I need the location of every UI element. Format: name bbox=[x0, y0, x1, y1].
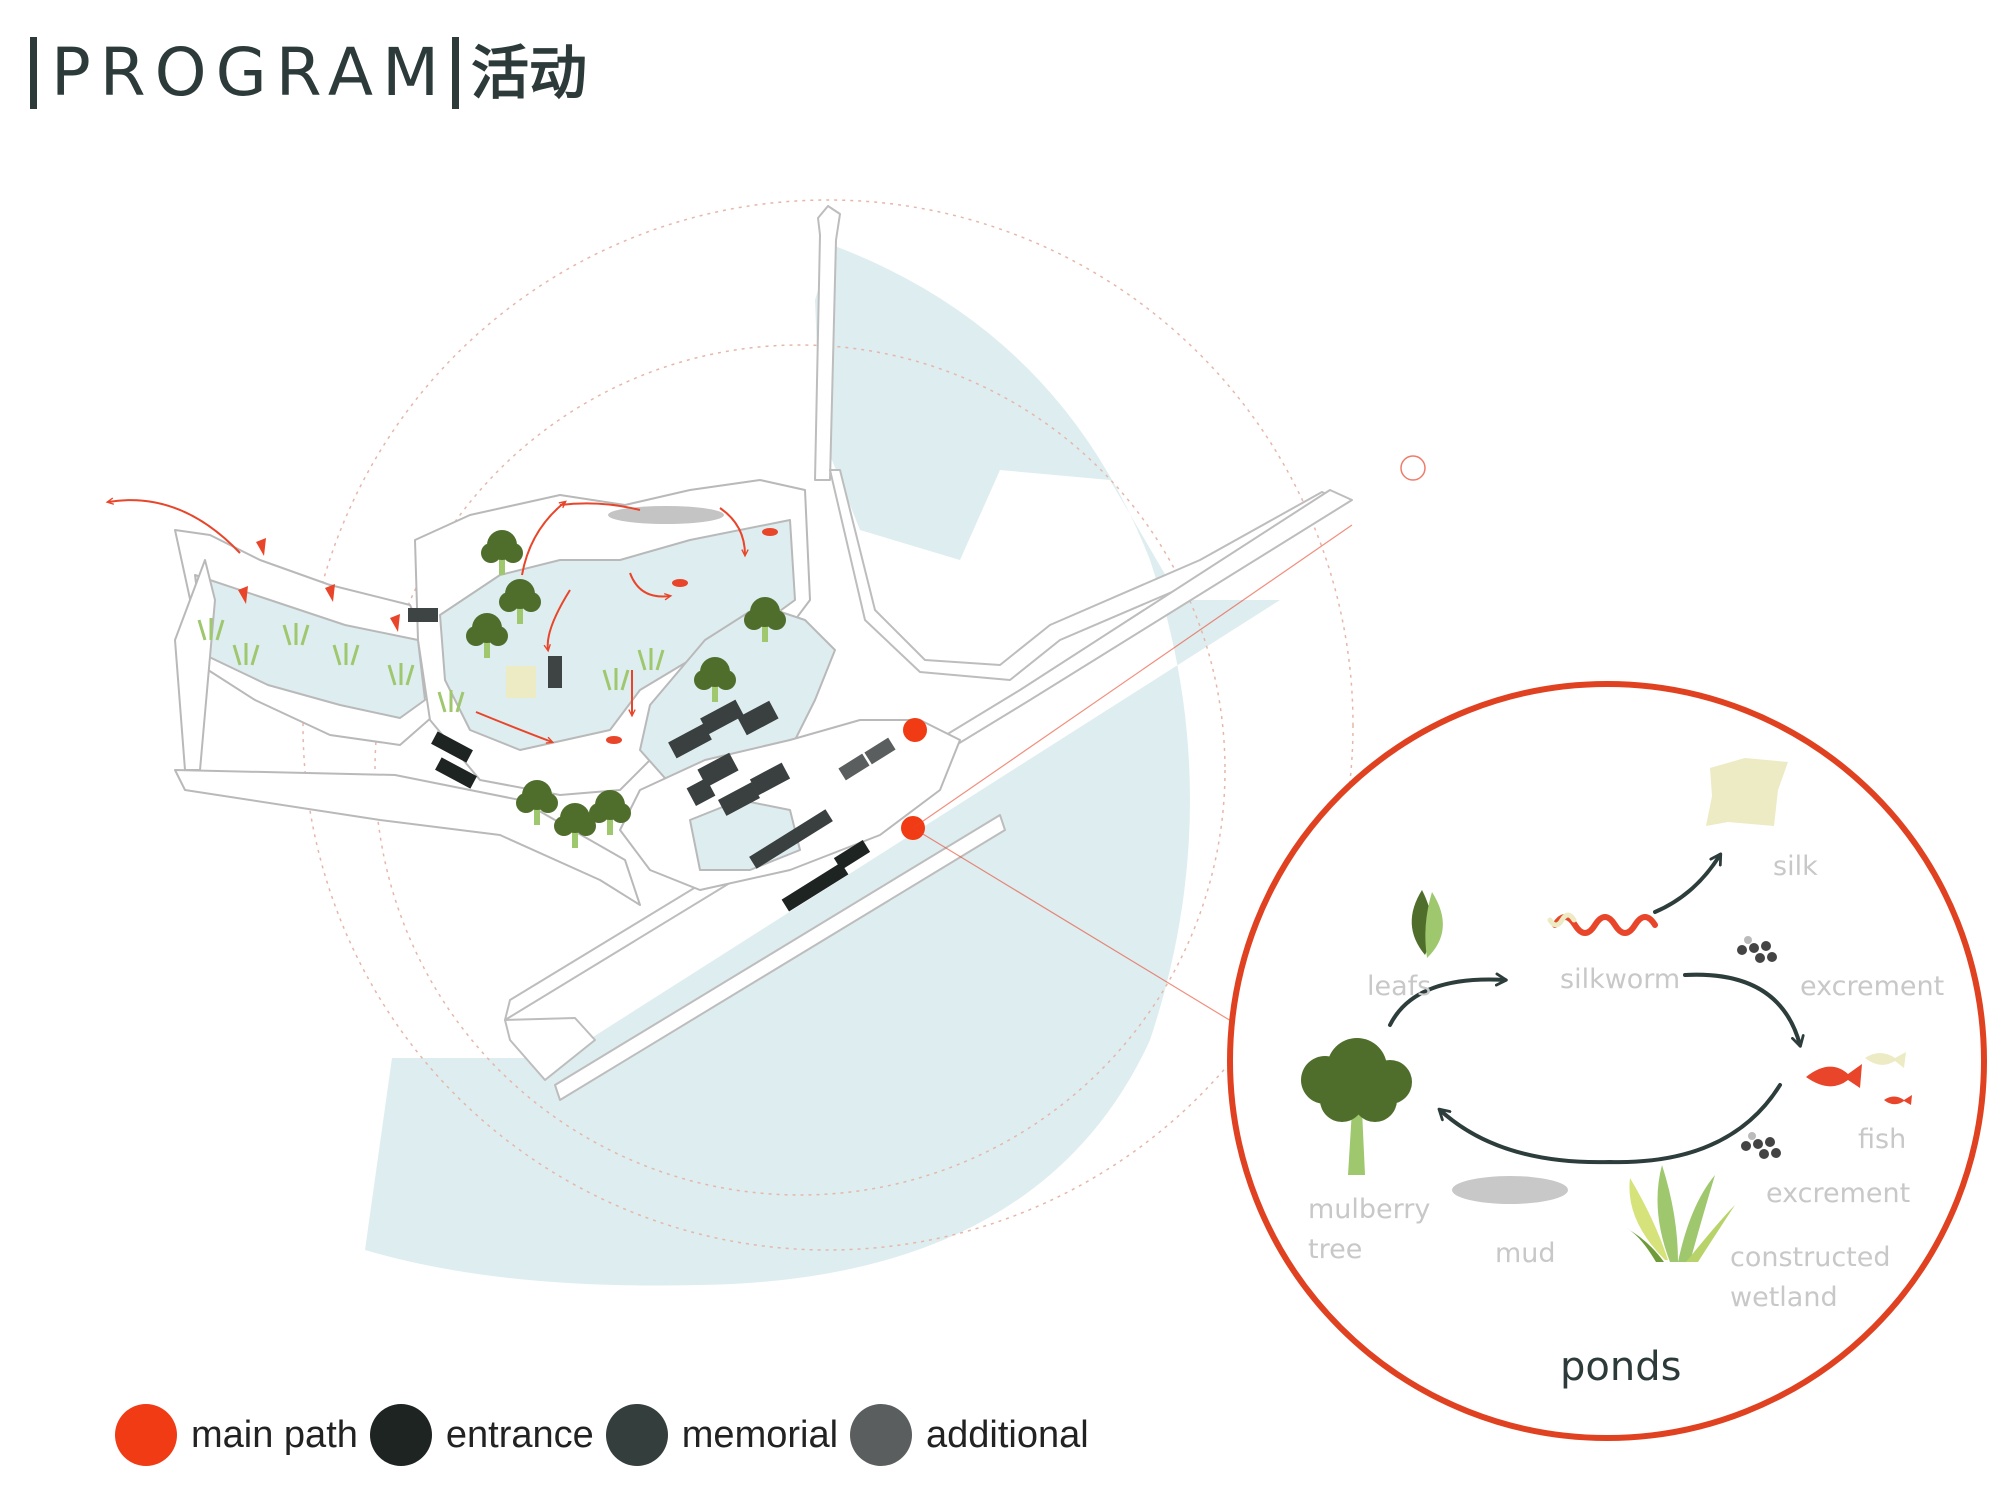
context-rings bbox=[302, 199, 1354, 1251]
legend-item-additional: additional bbox=[850, 1404, 1089, 1466]
title-english: PROGRAM bbox=[51, 34, 449, 111]
legend-label-memorial: memorial bbox=[681, 1413, 839, 1456]
site-silk bbox=[506, 666, 536, 698]
arrow-silkworm-to-fish bbox=[1683, 972, 1805, 1048]
label-fish: fish bbox=[1858, 1124, 1906, 1155]
label-ponds: ponds bbox=[1560, 1344, 1681, 1390]
label-silk: silk bbox=[1773, 851, 1818, 882]
legend-item-memorial: memorial bbox=[605, 1404, 839, 1466]
buildings bbox=[408, 608, 896, 912]
mud-icon bbox=[1452, 1176, 1568, 1204]
label-excrement-top: excrement bbox=[1800, 971, 1944, 1002]
legend-label-main-path: main path bbox=[191, 1413, 358, 1456]
label-silkworm: silkworm bbox=[1560, 964, 1680, 995]
label-leafs: leafs bbox=[1367, 971, 1431, 1002]
arrow-fish-to-tree bbox=[1437, 1083, 1782, 1165]
legend-item-entrance: entrance bbox=[369, 1404, 594, 1466]
site-landmass bbox=[174, 479, 961, 906]
silkworm-icon bbox=[1547, 912, 1658, 936]
site-trees bbox=[466, 530, 786, 848]
legend-swatch-additional bbox=[850, 1404, 913, 1466]
title-chinese: 活动 bbox=[471, 39, 588, 107]
water-area bbox=[365, 245, 1280, 1286]
site-carrots bbox=[238, 538, 400, 632]
legend-label-entrance: entrance bbox=[445, 1413, 594, 1456]
silk-icon bbox=[1706, 758, 1788, 826]
leaf-icon bbox=[1411, 890, 1443, 958]
fish-icon bbox=[1806, 1052, 1912, 1105]
site-mud bbox=[608, 506, 724, 524]
label-tree: tree bbox=[1308, 1234, 1362, 1265]
ponds-callout-circle bbox=[1227, 681, 1987, 1441]
cycle-arrows bbox=[1388, 852, 1805, 1165]
title-bar-divider bbox=[452, 37, 460, 109]
legend-swatch-entrance bbox=[369, 1404, 432, 1466]
label-wetland: wetland bbox=[1730, 1282, 1838, 1313]
wetland-icon bbox=[1626, 1165, 1735, 1262]
site-fish bbox=[606, 528, 778, 744]
label-excrement-bottom: excrement bbox=[1766, 1178, 1910, 1209]
legend-item-main-path: main path bbox=[115, 1404, 358, 1466]
site-grass bbox=[197, 618, 665, 713]
page-title: PROGRAM 活动 bbox=[30, 28, 587, 118]
legend-label-additional: additional bbox=[926, 1413, 1089, 1456]
legend-swatch-main-path bbox=[115, 1404, 177, 1466]
main-path-dot-1[interactable] bbox=[903, 718, 927, 742]
label-constructed: constructed bbox=[1730, 1242, 1891, 1273]
legend-swatch-memorial bbox=[605, 1404, 668, 1466]
excrement-icon-bottom bbox=[1741, 1132, 1781, 1159]
small-target-circle bbox=[1400, 455, 1426, 481]
excrement-icon-top bbox=[1737, 936, 1777, 963]
label-mud: mud bbox=[1495, 1238, 1556, 1269]
legend: main path entrance memorial additional bbox=[115, 1404, 1101, 1466]
label-mulberry: mulberry bbox=[1308, 1194, 1430, 1225]
title-bar-left bbox=[30, 37, 37, 109]
site-flow-arrows bbox=[105, 497, 749, 744]
mulberry-tree-icon bbox=[1301, 1038, 1412, 1175]
arrow-silkworm-to-silk bbox=[1653, 852, 1723, 914]
arrow-tree-to-leafs bbox=[1388, 972, 1508, 1027]
